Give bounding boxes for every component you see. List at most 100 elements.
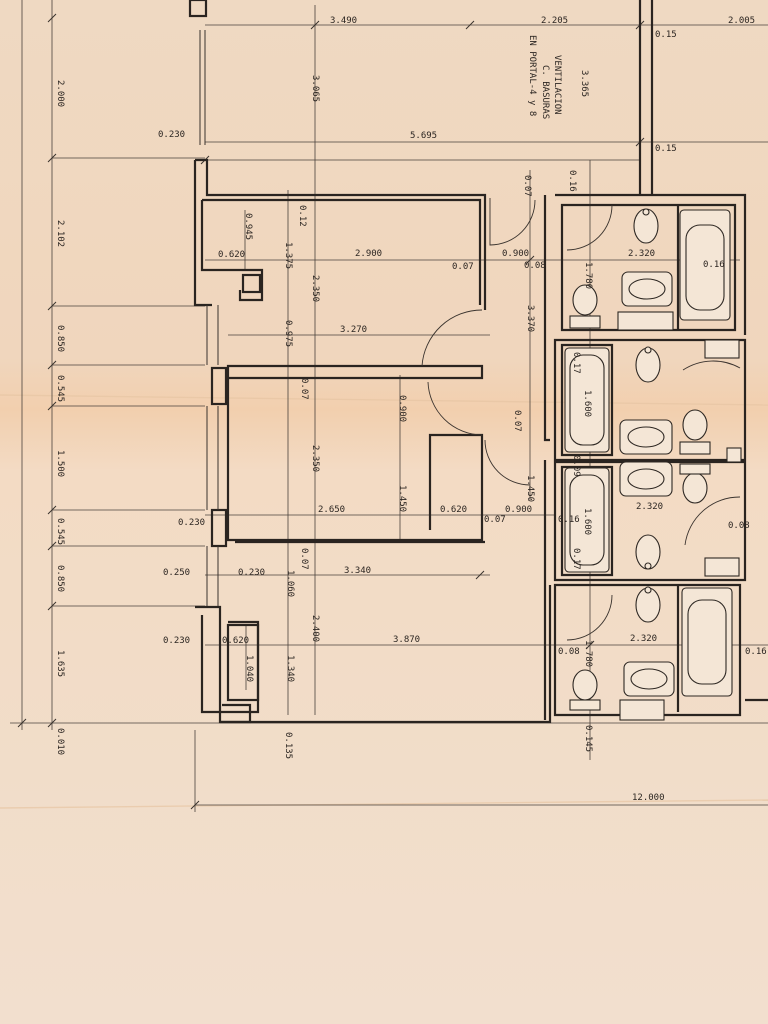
dim-label: 2.000	[55, 80, 65, 107]
dimension-labels-room2: 0.07 0.900 2.350 0.07 1.450 1.450 2.650 …	[178, 378, 535, 528]
dim-label: 0.07	[484, 515, 506, 525]
dim-label: 1.635	[55, 650, 65, 677]
dim-label: 0.17	[571, 548, 581, 570]
dim-label: 0.12	[297, 205, 307, 227]
top-walls	[188, 0, 654, 195]
dim-label: 2.205	[541, 16, 568, 26]
dim-label: 0.09	[571, 455, 581, 477]
dim-label: 0.545	[55, 518, 65, 545]
dim-label: 1.780	[583, 640, 593, 667]
dim-label: 0.230	[238, 568, 265, 578]
dim-label: 0.145	[583, 725, 593, 752]
dim-label: 3.870	[393, 635, 420, 645]
dim-label: 0.08	[524, 261, 546, 271]
note-line-3: EN PORTAL-4 y 8	[527, 35, 537, 116]
dim-label: 2.320	[636, 502, 663, 512]
bathtub-icon	[564, 347, 610, 453]
dimension-labels-left: 2.000 2.102 0.850 0.545 1.500 0.545 0.85…	[55, 80, 65, 755]
bathtub-icon	[681, 587, 733, 697]
dim-label: 0.07	[299, 548, 309, 570]
dim-label: 1.040	[244, 655, 254, 682]
dim-label: 2.320	[628, 249, 655, 259]
dim-label: 0.15	[655, 30, 677, 40]
note-line-1: VENTILACION	[552, 55, 562, 115]
dim-label: 3.065	[310, 75, 320, 102]
dim-label: 0.17	[571, 352, 581, 374]
dimension-lines	[10, 0, 768, 812]
dim-label: 0.900	[502, 249, 529, 259]
dim-label: 1.600	[582, 390, 592, 417]
ventilation-note: VENTILACION C. BASURAS EN PORTAL-4 y 8	[527, 35, 562, 119]
dim-label: 0.15	[655, 144, 677, 154]
dim-label: 1.375	[283, 242, 293, 269]
dim-label: 3.365	[579, 70, 589, 97]
dim-label: 12.000	[632, 793, 665, 803]
dimension-labels-baths: 2.320 0.16 1.780 0.17 1.600 0.09 2.320 0…	[558, 249, 767, 667]
dim-label: 0.975	[283, 320, 293, 347]
dim-label: 0.230	[163, 636, 190, 646]
dim-label: 0.250	[163, 568, 190, 578]
dim-label: 2.400	[310, 615, 320, 642]
dim-label: 0.16	[567, 170, 577, 192]
sink-icon	[617, 311, 674, 331]
dim-label: 2.900	[355, 249, 382, 259]
dim-label: 0.620	[222, 636, 249, 646]
dimension-labels-room3: 0.250 0.230 0.07 3.340 1.060 0.230 0.620…	[163, 548, 665, 803]
dim-label: 1.060	[285, 570, 295, 597]
dim-label: 3.270	[340, 325, 367, 335]
dim-label: 0.900	[505, 505, 532, 515]
dim-label: 0.07	[452, 262, 474, 272]
dim-label: 2.350	[310, 445, 320, 472]
dim-label: 5.695	[410, 131, 437, 141]
dim-label: 0.850	[55, 565, 65, 592]
dim-label: 1.500	[55, 450, 65, 477]
dim-label: 1.780	[583, 262, 593, 289]
dim-label: 0.07	[299, 378, 309, 400]
walls	[193, 158, 768, 724]
dim-label: 0.135	[283, 732, 293, 759]
bathtub-icon	[564, 467, 610, 573]
dim-label: 0.16	[558, 515, 580, 525]
doors	[421, 198, 741, 641]
toilet-icon	[635, 346, 661, 383]
dim-label: 3.490	[330, 16, 357, 26]
dimension-ticks	[17, 13, 645, 810]
toilet-icon	[679, 409, 711, 455]
dim-label: 0.07	[512, 410, 522, 432]
dim-label: 1.450	[397, 485, 407, 512]
note-line-2: C. BASURAS	[540, 65, 550, 119]
bathtub-icon	[679, 209, 731, 321]
dim-label: 0.16	[703, 260, 725, 270]
dim-label: 1.600	[582, 508, 592, 535]
dim-label: 0.08	[728, 521, 750, 531]
dim-label: 0.07	[522, 175, 532, 197]
dim-label: 0.850	[55, 325, 65, 352]
dim-label: 1.340	[285, 655, 295, 682]
dim-label: 0.900	[397, 395, 407, 422]
toilet-icon	[569, 669, 601, 711]
toilet-icon	[635, 534, 661, 570]
dimension-labels-top: 3.490 2.205 2.005 0.15 3.065 3.365 5.695…	[158, 16, 755, 154]
toilet-icon	[679, 463, 711, 504]
dim-label: 0.620	[440, 505, 467, 515]
paper-fold	[0, 394, 768, 406]
sink-icon	[619, 461, 673, 497]
dim-label: 0.010	[55, 728, 65, 755]
sink-icon	[619, 419, 673, 455]
dim-label: 0.08	[558, 647, 580, 657]
toilet-icon	[569, 284, 601, 329]
dim-label: 2.650	[318, 505, 345, 515]
dim-label: 2.102	[55, 220, 65, 247]
dim-label: 0.545	[55, 375, 65, 402]
dim-label: 2.350	[310, 275, 320, 302]
dim-label: 2.005	[728, 16, 755, 26]
dim-label: 3.340	[344, 566, 371, 576]
dim-label: 0.620	[218, 250, 245, 260]
paper-fold	[0, 799, 768, 809]
dim-label: 1.450	[525, 475, 535, 502]
toilet-icon	[633, 208, 659, 244]
shaft-icon	[619, 339, 742, 721]
sink-icon	[623, 661, 675, 697]
